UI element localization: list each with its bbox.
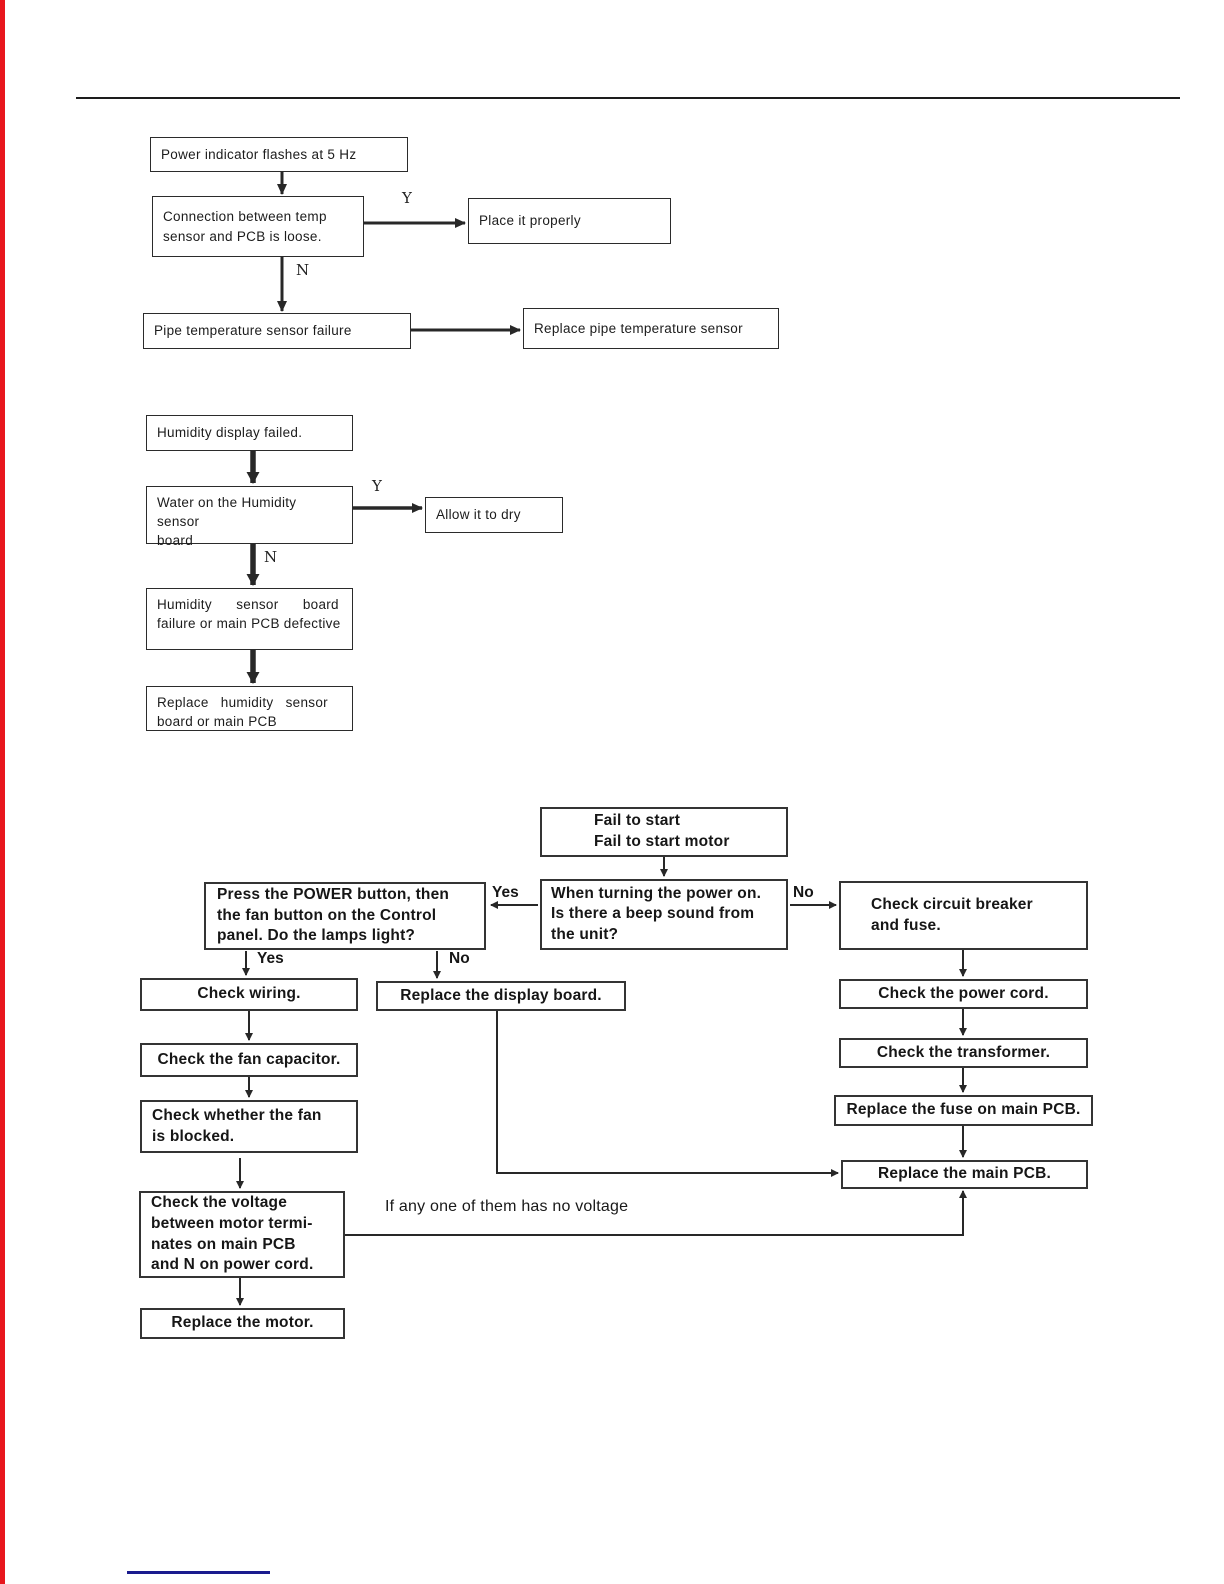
label-no-1: N	[296, 261, 310, 279]
label-no-2: N	[264, 548, 278, 566]
box-check-voltage: Check the voltage between motor termi- n…	[139, 1191, 345, 1278]
box-replace-display-board: Replace the display board.	[376, 981, 626, 1011]
box-replace-fuse: Replace the fuse on main PCB.	[834, 1095, 1093, 1126]
connector-display-to-mainpcb	[496, 1011, 839, 1177]
box-replace-pipe-sensor: Replace pipe temperature sensor	[523, 308, 779, 349]
page-left-margin-rule	[0, 0, 5, 1584]
box-replace-main-pcb: Replace the main PCB.	[841, 1160, 1088, 1189]
label-yes-1: Y	[402, 189, 412, 207]
box-beep-question: When turning the power on. Is there a be…	[540, 879, 788, 950]
box-lamps-question: Press the POWER button, then the fan but…	[204, 882, 486, 950]
box-water-on-sensor: Water on the Humidity sensor board	[146, 486, 353, 548]
footer-link-rule	[127, 1571, 270, 1574]
label-no-lamps: No	[449, 950, 470, 967]
label-yes-2: Y	[372, 477, 382, 495]
connector-voltage-to-mainpcb	[344, 1190, 967, 1236]
box-sensor-board-failure: Humidity sensor board failure or main PC…	[146, 588, 353, 650]
header-divider-rule	[76, 97, 1180, 99]
label-no-beep: No	[793, 884, 814, 901]
box-power-indicator: Power indicator flashes at 5 Hz	[150, 137, 408, 172]
label-yes-lamps: Yes	[257, 950, 284, 967]
box-place-properly: Place it properly	[468, 198, 671, 244]
box-connection-loose: Connection between temp sensor and PCB i…	[152, 196, 364, 257]
box-check-breaker: Check circuit breaker and fuse.	[839, 881, 1088, 950]
box-replace-motor: Replace the motor.	[140, 1308, 345, 1339]
label-yes-beep: Yes	[492, 884, 519, 901]
box-fail-to-start: Fail to start Fail to start motor	[540, 807, 788, 857]
box-allow-dry: Allow it to dry	[425, 497, 563, 533]
box-check-power-cord: Check the power cord.	[839, 979, 1088, 1009]
box-check-wiring: Check wiring.	[140, 978, 358, 1011]
box-check-transformer: Check the transformer.	[839, 1038, 1088, 1068]
box-check-fan-blocked: Check whether the fan is blocked.	[140, 1100, 358, 1153]
label-no-voltage-note: If any one of them has no voltage	[385, 1198, 629, 1215]
box-humidity-display-failed: Humidity display failed.	[146, 415, 353, 451]
box-pipe-sensor-failure: Pipe temperature sensor failure	[143, 313, 411, 349]
box-check-fan-capacitor: Check the fan capacitor.	[140, 1043, 358, 1077]
box-replace-sensor-board: Replace humidity sensor board or main PC…	[146, 686, 353, 731]
